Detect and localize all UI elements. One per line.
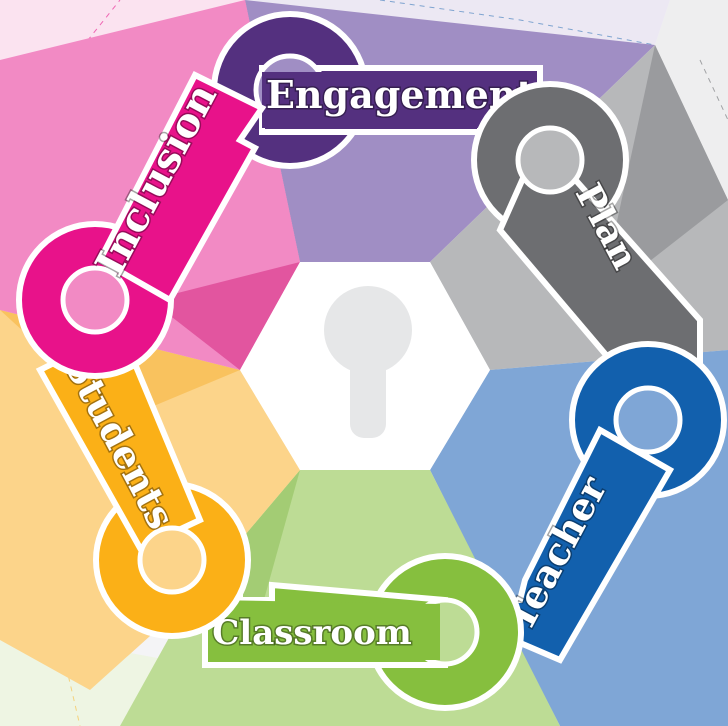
sector-plan-shade (600, 45, 728, 300)
key-classroom-label-outline: Classroom (212, 613, 412, 653)
key-classroom: Classroom Classroom (202, 553, 524, 711)
center-hexagon (240, 262, 490, 470)
keyhole-icon (324, 286, 412, 438)
sector-inclusion-shade (150, 262, 300, 370)
key-classroom-label: Classroom (212, 613, 412, 653)
